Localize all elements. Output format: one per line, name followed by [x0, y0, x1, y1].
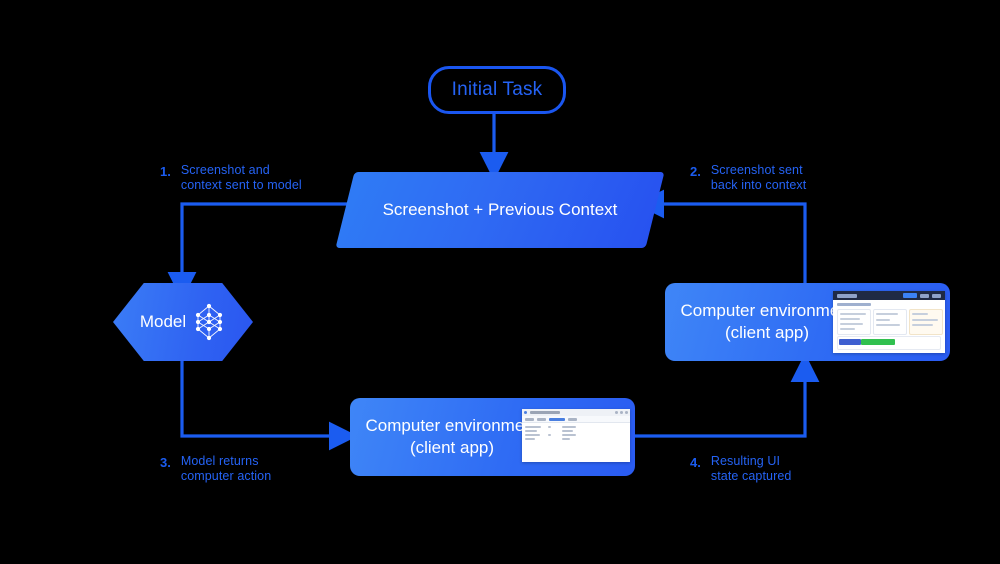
model-node: Model [113, 283, 253, 361]
step-2-text: Screenshot sent back into context [710, 163, 807, 192]
env-right-node: Computer environment (client app) [665, 283, 950, 361]
arrow-env-to-context [635, 189, 807, 283]
context-node-label: Screenshot + Previous Context [382, 200, 618, 219]
env-right-label: Computer environment (client app) [680, 301, 854, 342]
arrow-model-to-env-bottom [180, 360, 358, 451]
initial-task-label: Initial Task [451, 79, 543, 100]
arrow-env-bottom-to-env-right [635, 353, 820, 438]
step-1-number: 1. [160, 164, 171, 179]
env-bottom-label: Computer environment (client app) [365, 416, 539, 457]
context-node: Screenshot + Previous Context [335, 172, 665, 248]
step-4-text: Resulting UI state captured [710, 454, 792, 483]
step-4-number: 4. [690, 455, 701, 470]
arrow-context-to-model [167, 202, 372, 301]
mini-card [837, 309, 871, 335]
step-4: 4. Resulting UI state captured [690, 454, 791, 484]
mini-subtitle [837, 303, 871, 306]
env-bottom-node: Computer environment (client app) [350, 398, 635, 476]
mini-window-menubar [522, 416, 630, 423]
step-2: 2. Screenshot sent back into context [690, 163, 806, 193]
step-2-number: 2. [690, 164, 701, 179]
dashboard-screenshot [833, 291, 945, 353]
neural-network-icon [192, 302, 226, 342]
step-3: 3. Model returns computer action [160, 454, 271, 484]
mini-progress-green [861, 339, 895, 345]
mini-card [909, 309, 943, 335]
step-1: 1. Screenshot and context sent to model [160, 163, 302, 193]
step-1-text: Screenshot and context sent to model [180, 163, 302, 192]
mini-card [873, 309, 907, 335]
step-3-text: Model returns computer action [180, 454, 272, 483]
mini-progress-blue [839, 339, 861, 345]
spreadsheet-window-screenshot [522, 409, 630, 462]
mini-topbar [833, 291, 945, 300]
model-node-label: Model [139, 312, 187, 331]
step-3-number: 3. [160, 455, 171, 470]
initial-task-node: Initial Task [428, 66, 566, 114]
